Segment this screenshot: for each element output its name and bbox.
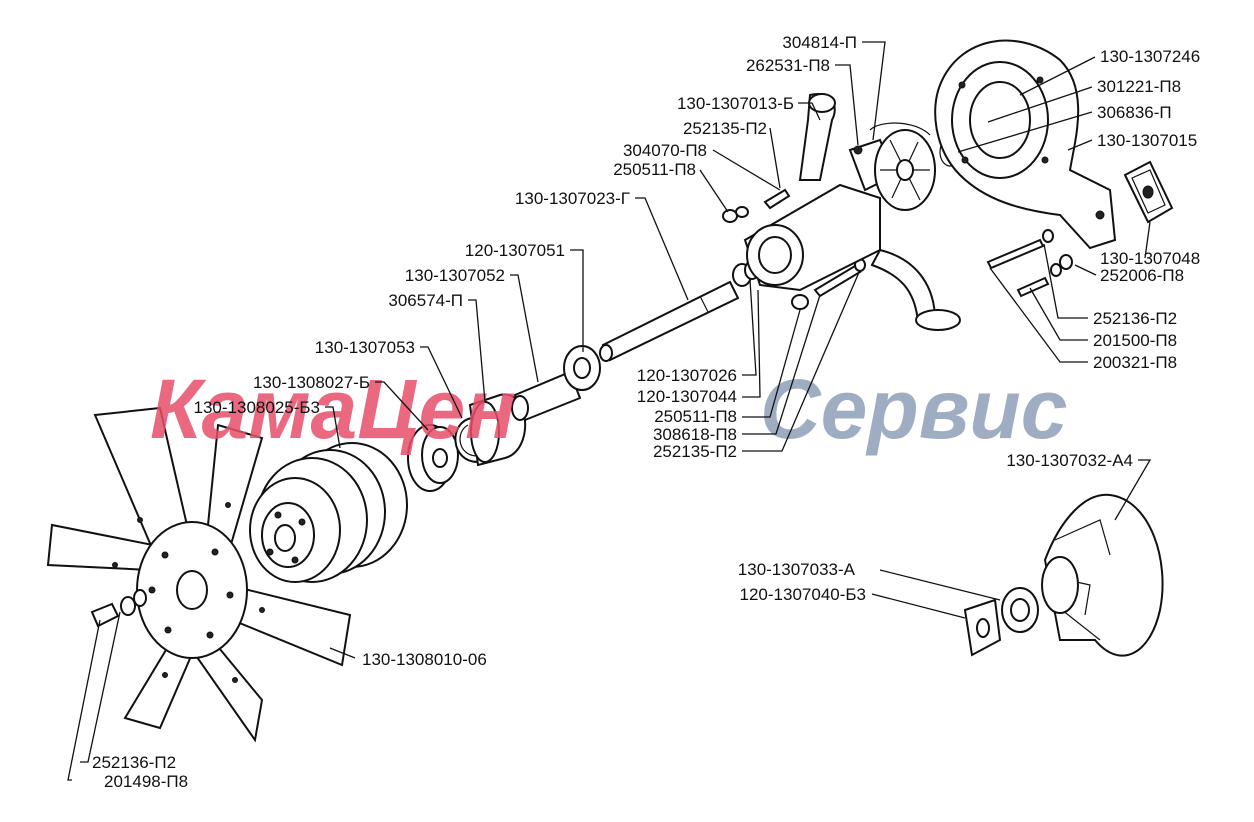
label-130-1308025-b3: 130-1308025-Б3 [194, 398, 320, 417]
label-130-1307013-b: 130-1307013-Б [677, 94, 794, 113]
label-130-1307023-g: 130-1307023-Г [515, 189, 630, 208]
fan-bolt [90, 589, 147, 628]
label-252136-p2-bottom: 252136-П2 [92, 753, 176, 772]
mesh-gasket [1123, 160, 1174, 224]
washer-bolt-top [722, 188, 791, 223]
part-labels: 304814-П 262531-П8 130-1307013-Б 252135-… [92, 33, 1200, 791]
label-130-1307033-a: 130-1307033-А [738, 560, 856, 579]
watermark-right-text: Сервис [760, 362, 1067, 456]
label-130-1308010-06: 130-1308010-06 [362, 650, 487, 669]
pump-shaft [599, 280, 740, 362]
label-130-1307246: 130-1307246 [1100, 47, 1200, 66]
fan-assembly [46, 406, 352, 743]
label-200321-p8: 200321-П8 [1093, 353, 1177, 372]
label-304070-p8: 304070-П8 [623, 141, 707, 160]
pump-body [743, 93, 961, 331]
impeller-small [874, 129, 936, 211]
seal-washer [963, 598, 1002, 657]
label-262531-p8: 262531-П8 [746, 56, 830, 75]
label-201500-p8: 201500-П8 [1093, 331, 1177, 350]
label-130-1308027-b: 130-1308027-Б [253, 373, 370, 392]
impeller-seal [1001, 587, 1039, 633]
label-306574-p: 306574-П [388, 291, 463, 310]
label-301221-p8: 301221-П8 [1097, 77, 1181, 96]
pulley [249, 442, 408, 583]
label-130-1307053: 130-1307053 [315, 338, 415, 357]
label-130-1307015: 130-1307015 [1097, 131, 1197, 150]
label-252136-p2-right: 252136-П2 [1093, 309, 1177, 328]
spacer-sleeve [511, 370, 582, 422]
label-120-1307044: 120-1307044 [637, 387, 737, 406]
label-250511-p8-top: 250511-П8 [613, 160, 696, 179]
front-bearing [563, 345, 601, 391]
label-304814-p: 304814-П [782, 33, 857, 52]
label-201498-p8: 201498-П8 [104, 772, 188, 791]
impeller-large [1041, 493, 1164, 657]
label-252135-p2-top: 252135-П2 [683, 119, 767, 138]
label-306836-p: 306836-П [1097, 103, 1172, 122]
label-252135-p2-mid: 252135-П2 [653, 442, 737, 461]
pump-hub-flange [407, 424, 459, 492]
label-130-1307052: 130-1307052 [405, 266, 505, 285]
label-120-1307051: 120-1307051 [465, 241, 565, 260]
label-308618-p8: 308618-П8 [653, 425, 737, 444]
fan-hub-hole [176, 570, 208, 610]
label-120-1307040-b3: 120-1307040-Б3 [740, 585, 866, 604]
label-130-1307032-a4: 130-1307032-А4 [1006, 451, 1133, 470]
label-120-1307026: 120-1307026 [637, 366, 737, 385]
cover-bolts [986, 229, 1073, 298]
leader-lines [67, 41, 1152, 781]
pump-cover [934, 39, 1117, 250]
label-252006-p8: 252006-П8 [1100, 266, 1184, 285]
label-250511-p8-mid: 250511-П8 [654, 407, 737, 426]
label-130-1307048: 130-1307048 [1100, 249, 1200, 268]
bearing-housing [468, 393, 526, 467]
fan-rivets [112, 502, 265, 683]
